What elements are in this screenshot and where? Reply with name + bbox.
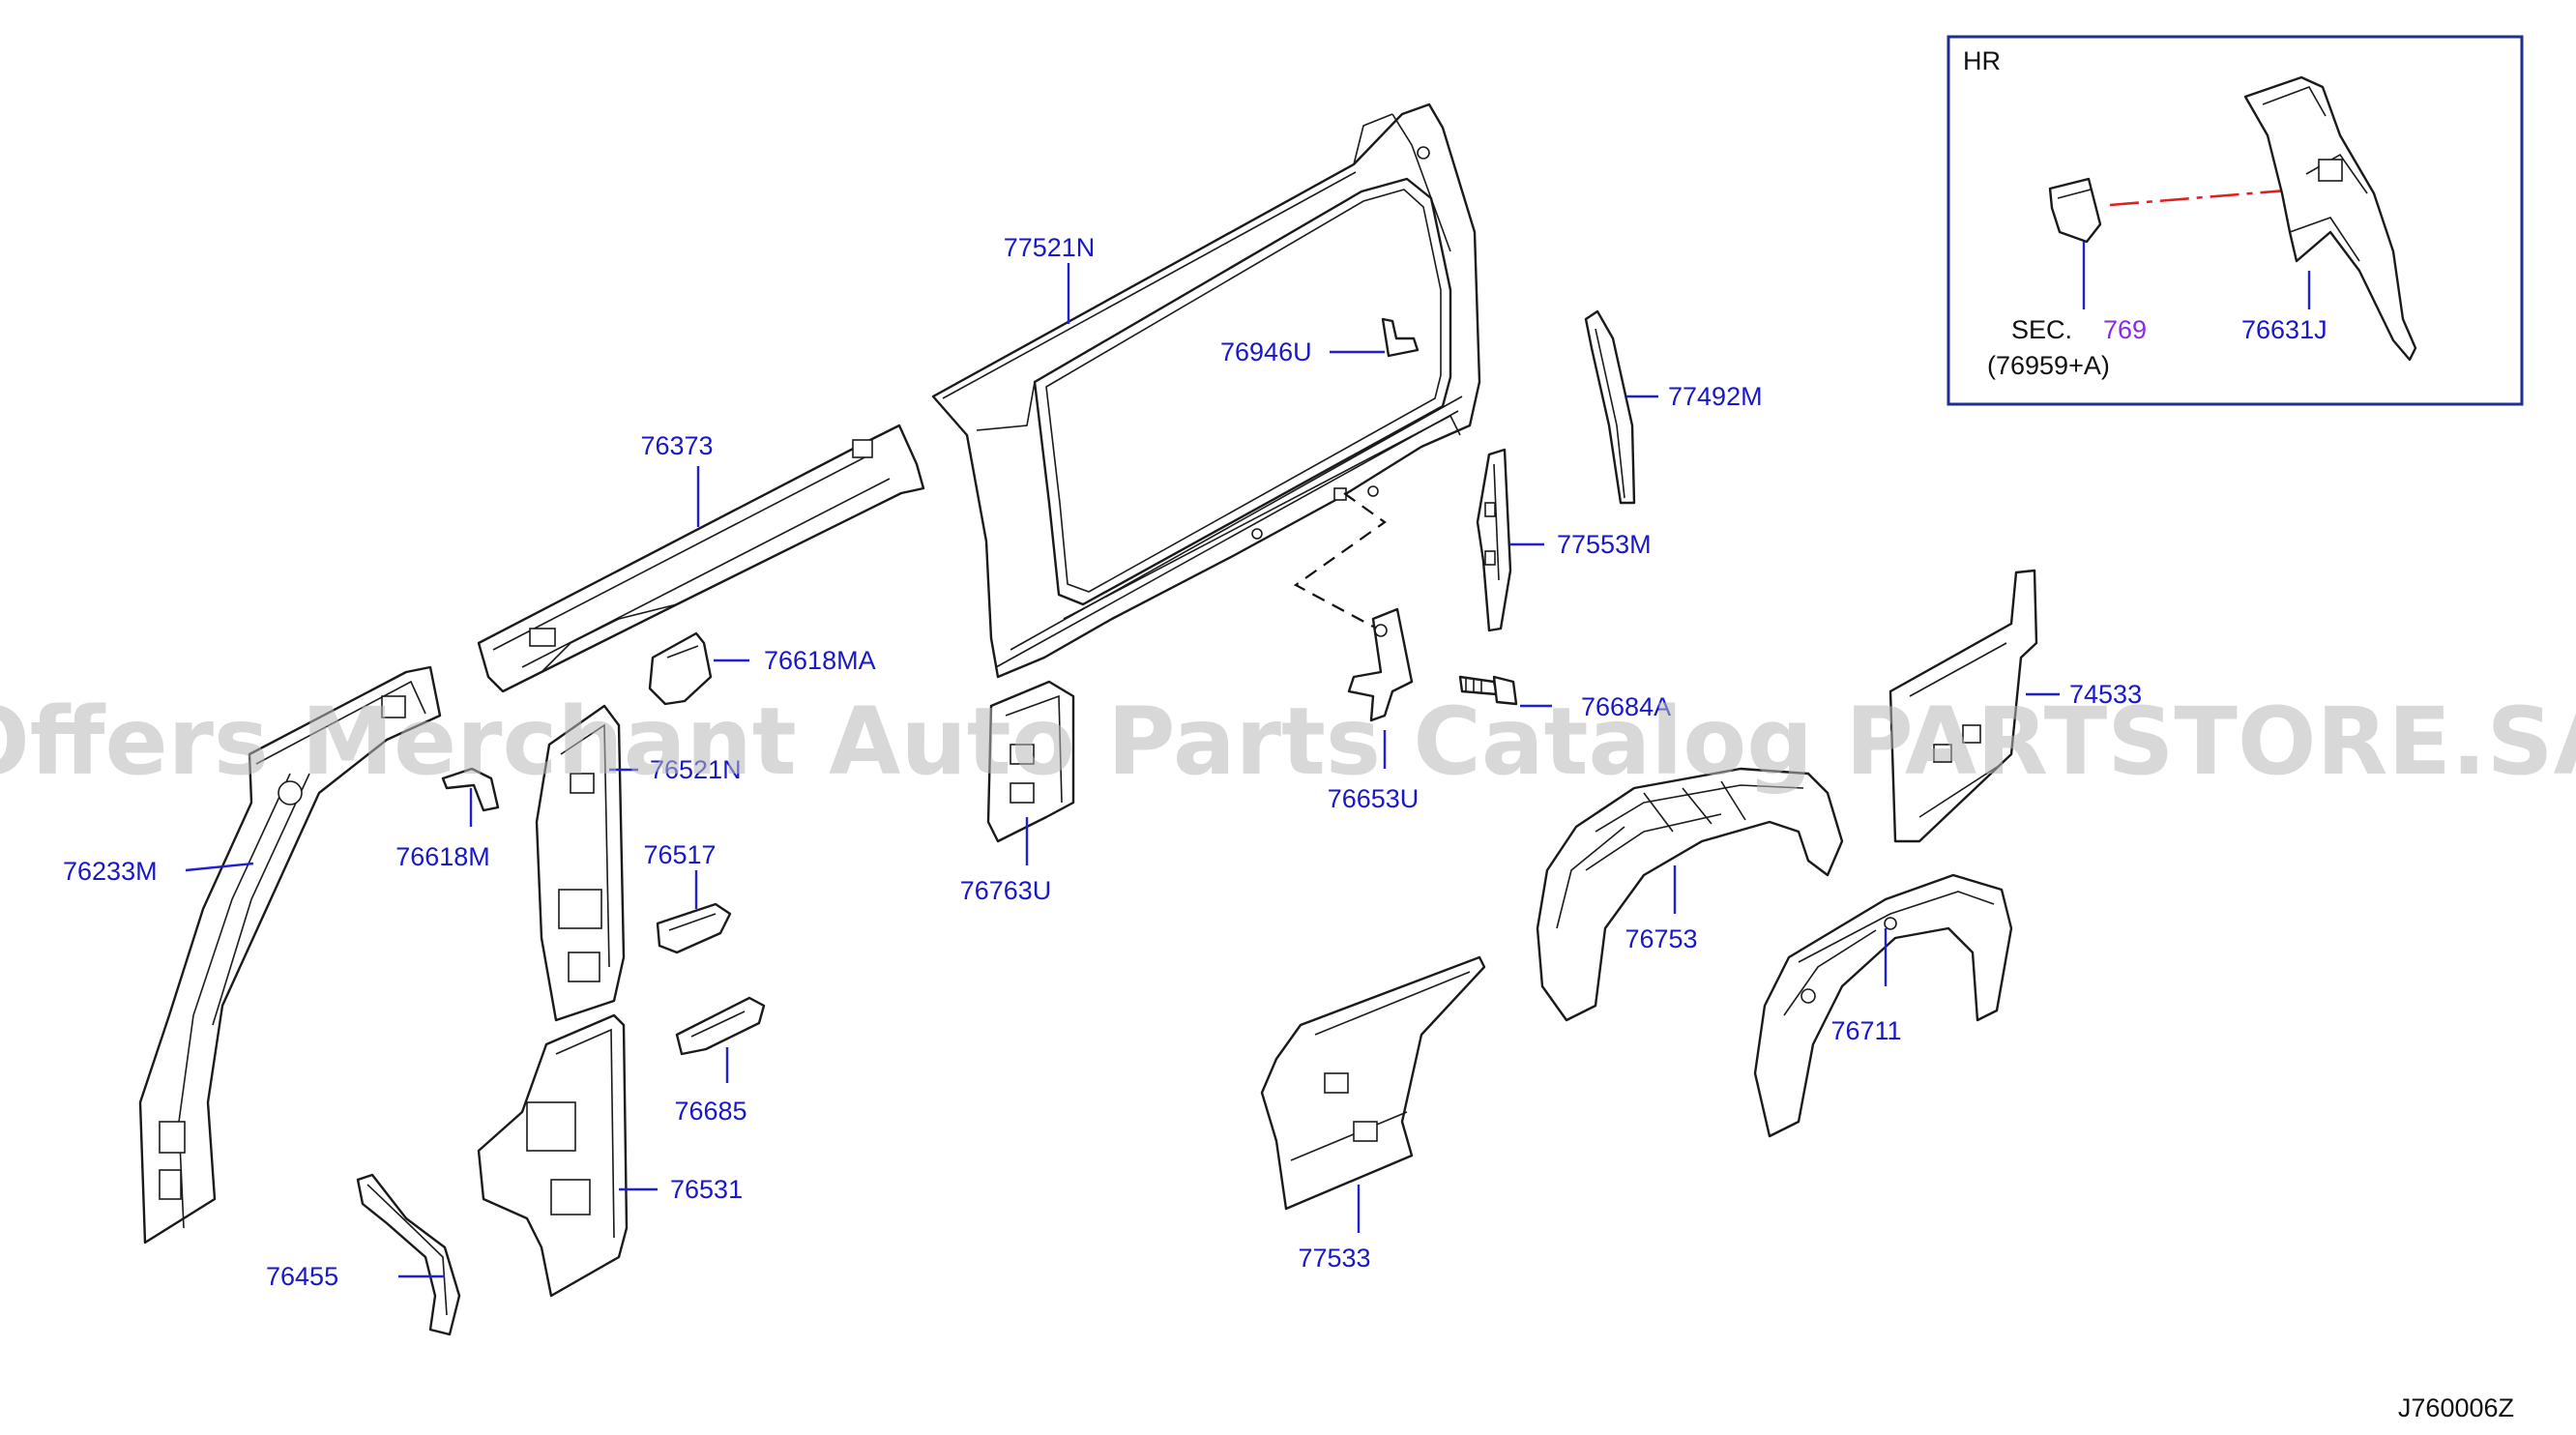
- label-76763U[interactable]: 76763U: [960, 876, 1052, 905]
- label-76753[interactable]: 76753: [1625, 924, 1697, 953]
- label-74533[interactable]: 74533: [2069, 680, 2142, 709]
- label-76233M[interactable]: 76233M: [63, 857, 158, 886]
- dashed-connection: [1293, 492, 1387, 628]
- part-77533-drawing: [1260, 955, 1486, 1211]
- label-76618MA[interactable]: 76618MA: [764, 646, 876, 675]
- part-77492M-drawing: [1584, 309, 1636, 505]
- part-76531-drawing: [477, 1013, 629, 1298]
- label-77533[interactable]: 77533: [1298, 1244, 1370, 1273]
- part-77553M-drawing: [1476, 448, 1512, 632]
- leader-76233M: [185, 862, 254, 872]
- part-76618MA-drawing: [648, 631, 713, 706]
- label-76455[interactable]: 76455: [266, 1262, 338, 1291]
- label-76373[interactable]: 76373: [640, 431, 713, 460]
- inset-red-dash: [2109, 184, 2346, 207]
- part-76711-drawing: [1753, 873, 2013, 1138]
- part-76233M-drawing: [138, 665, 442, 1245]
- label-76711[interactable]: 76711: [1830, 1016, 1901, 1045]
- inset-bracket-drawing: [2048, 177, 2102, 244]
- label-77553M[interactable]: 77553M: [1557, 530, 1652, 559]
- label-76685[interactable]: 76685: [674, 1097, 746, 1126]
- label-76653U[interactable]: 76653U: [1328, 784, 1420, 813]
- part-76753-drawing: [1536, 767, 1844, 1022]
- inset-sec-sub: (76959+A): [1987, 351, 2110, 380]
- part-76618M-drawing: [441, 767, 500, 812]
- part-76455-drawing: [356, 1173, 461, 1336]
- part-76684A-drawing: [1458, 675, 1518, 706]
- inset-hr: HR SEC. 769 (76959+A) 76631J: [1947, 35, 2524, 406]
- part-76517-drawing: [656, 902, 732, 954]
- label-76521N[interactable]: 76521N: [650, 755, 742, 784]
- inset-sec-number[interactable]: 769: [2103, 315, 2147, 344]
- part-77521N-drawing: [931, 102, 1481, 679]
- part-76685-drawing: [675, 996, 766, 1056]
- label-77492M[interactable]: 77492M: [1668, 382, 1763, 411]
- part-76653U-drawing: [1347, 607, 1414, 722]
- label-76531[interactable]: 76531: [670, 1175, 743, 1204]
- label-76618M[interactable]: 76618M: [395, 842, 490, 871]
- part-76521N-drawing: [535, 704, 626, 1022]
- inset-title: HR: [1963, 46, 2001, 75]
- part-76763U-drawing: [986, 680, 1075, 843]
- label-76684A[interactable]: 76684A: [1581, 692, 1671, 721]
- label-76946U[interactable]: 76946U: [1220, 337, 1312, 366]
- label-76517[interactable]: 76517: [643, 840, 716, 869]
- diagram-code: J760006Z: [2398, 1393, 2514, 1422]
- label-77521N[interactable]: 77521N: [1004, 233, 1096, 262]
- inset-border: [1947, 35, 2524, 406]
- part-76946U-drawing: [1381, 317, 1420, 358]
- part-74533-drawing: [1888, 569, 2038, 843]
- inset-sec-prefix: SEC.: [2011, 315, 2072, 344]
- watermark-text: Offers Merchant Auto Parts Catalog PARTS…: [0, 688, 2576, 796]
- inset-label-76631J[interactable]: 76631J: [2241, 315, 2327, 344]
- part-76373-drawing: [477, 424, 925, 693]
